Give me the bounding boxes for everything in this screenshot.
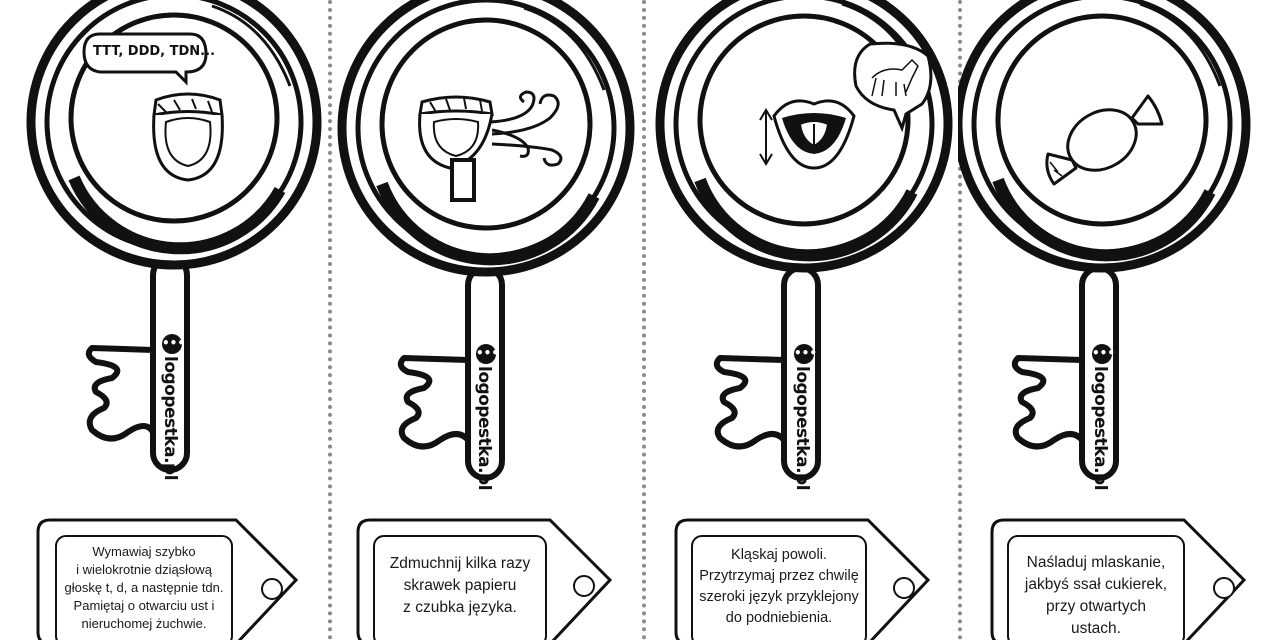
- exercise-instructions: Wymawiaj szybko i wielokrotnie dziąsłową…: [64, 544, 224, 631]
- exercise-instructions: Zdmuchnij kilka razy skrawek papieru z c…: [389, 555, 531, 616]
- candy-icon: [1045, 94, 1164, 186]
- tag-icon: [990, 518, 1247, 640]
- exercise-instructions: Naśladuj mlaskanie, jakbyś ssał cukierek…: [1024, 554, 1168, 637]
- tag-icon: [356, 518, 613, 640]
- tag-icon: [36, 518, 299, 640]
- logo-icon: •••: [1092, 344, 1115, 364]
- key-icon: [958, 0, 1251, 481]
- exercise-instructions: Kląskaj powoli. Przytrzymaj przez chwilę…: [699, 547, 859, 626]
- tag-icon: [674, 518, 931, 640]
- key-icon: [655, 0, 953, 481]
- exercise-card-1: TTT, DDD, TDN... ••• logopestka.pl Wymaw…: [0, 0, 322, 640]
- logo-icon: •••: [162, 334, 185, 354]
- cut-line: [328, 0, 332, 640]
- key-icon: [337, 0, 635, 481]
- clicking-tongue-icon: [759, 99, 856, 170]
- key-icon: [26, 0, 322, 473]
- logo-icon: •••: [476, 344, 499, 364]
- exercise-card-4: ••• logopestka.pl Naśladuj mlaskanie, ja…: [958, 0, 1278, 640]
- blowing-paper-icon: [418, 90, 563, 202]
- cut-line: [958, 0, 962, 640]
- logo-icon: •••: [794, 344, 817, 364]
- exercise-card-2: ••• logopestka.pl Zdmuchnij kilka razy s…: [318, 0, 638, 640]
- cut-line: [642, 0, 646, 640]
- mouth-tongue-icon: [152, 92, 224, 182]
- exercise-card-3: ••• logopestka.pl Kląskaj powoli. Przytr…: [640, 0, 960, 640]
- speech-bubble-text: TTT, DDD, TDN...: [93, 44, 216, 59]
- horse-icon: [853, 41, 933, 133]
